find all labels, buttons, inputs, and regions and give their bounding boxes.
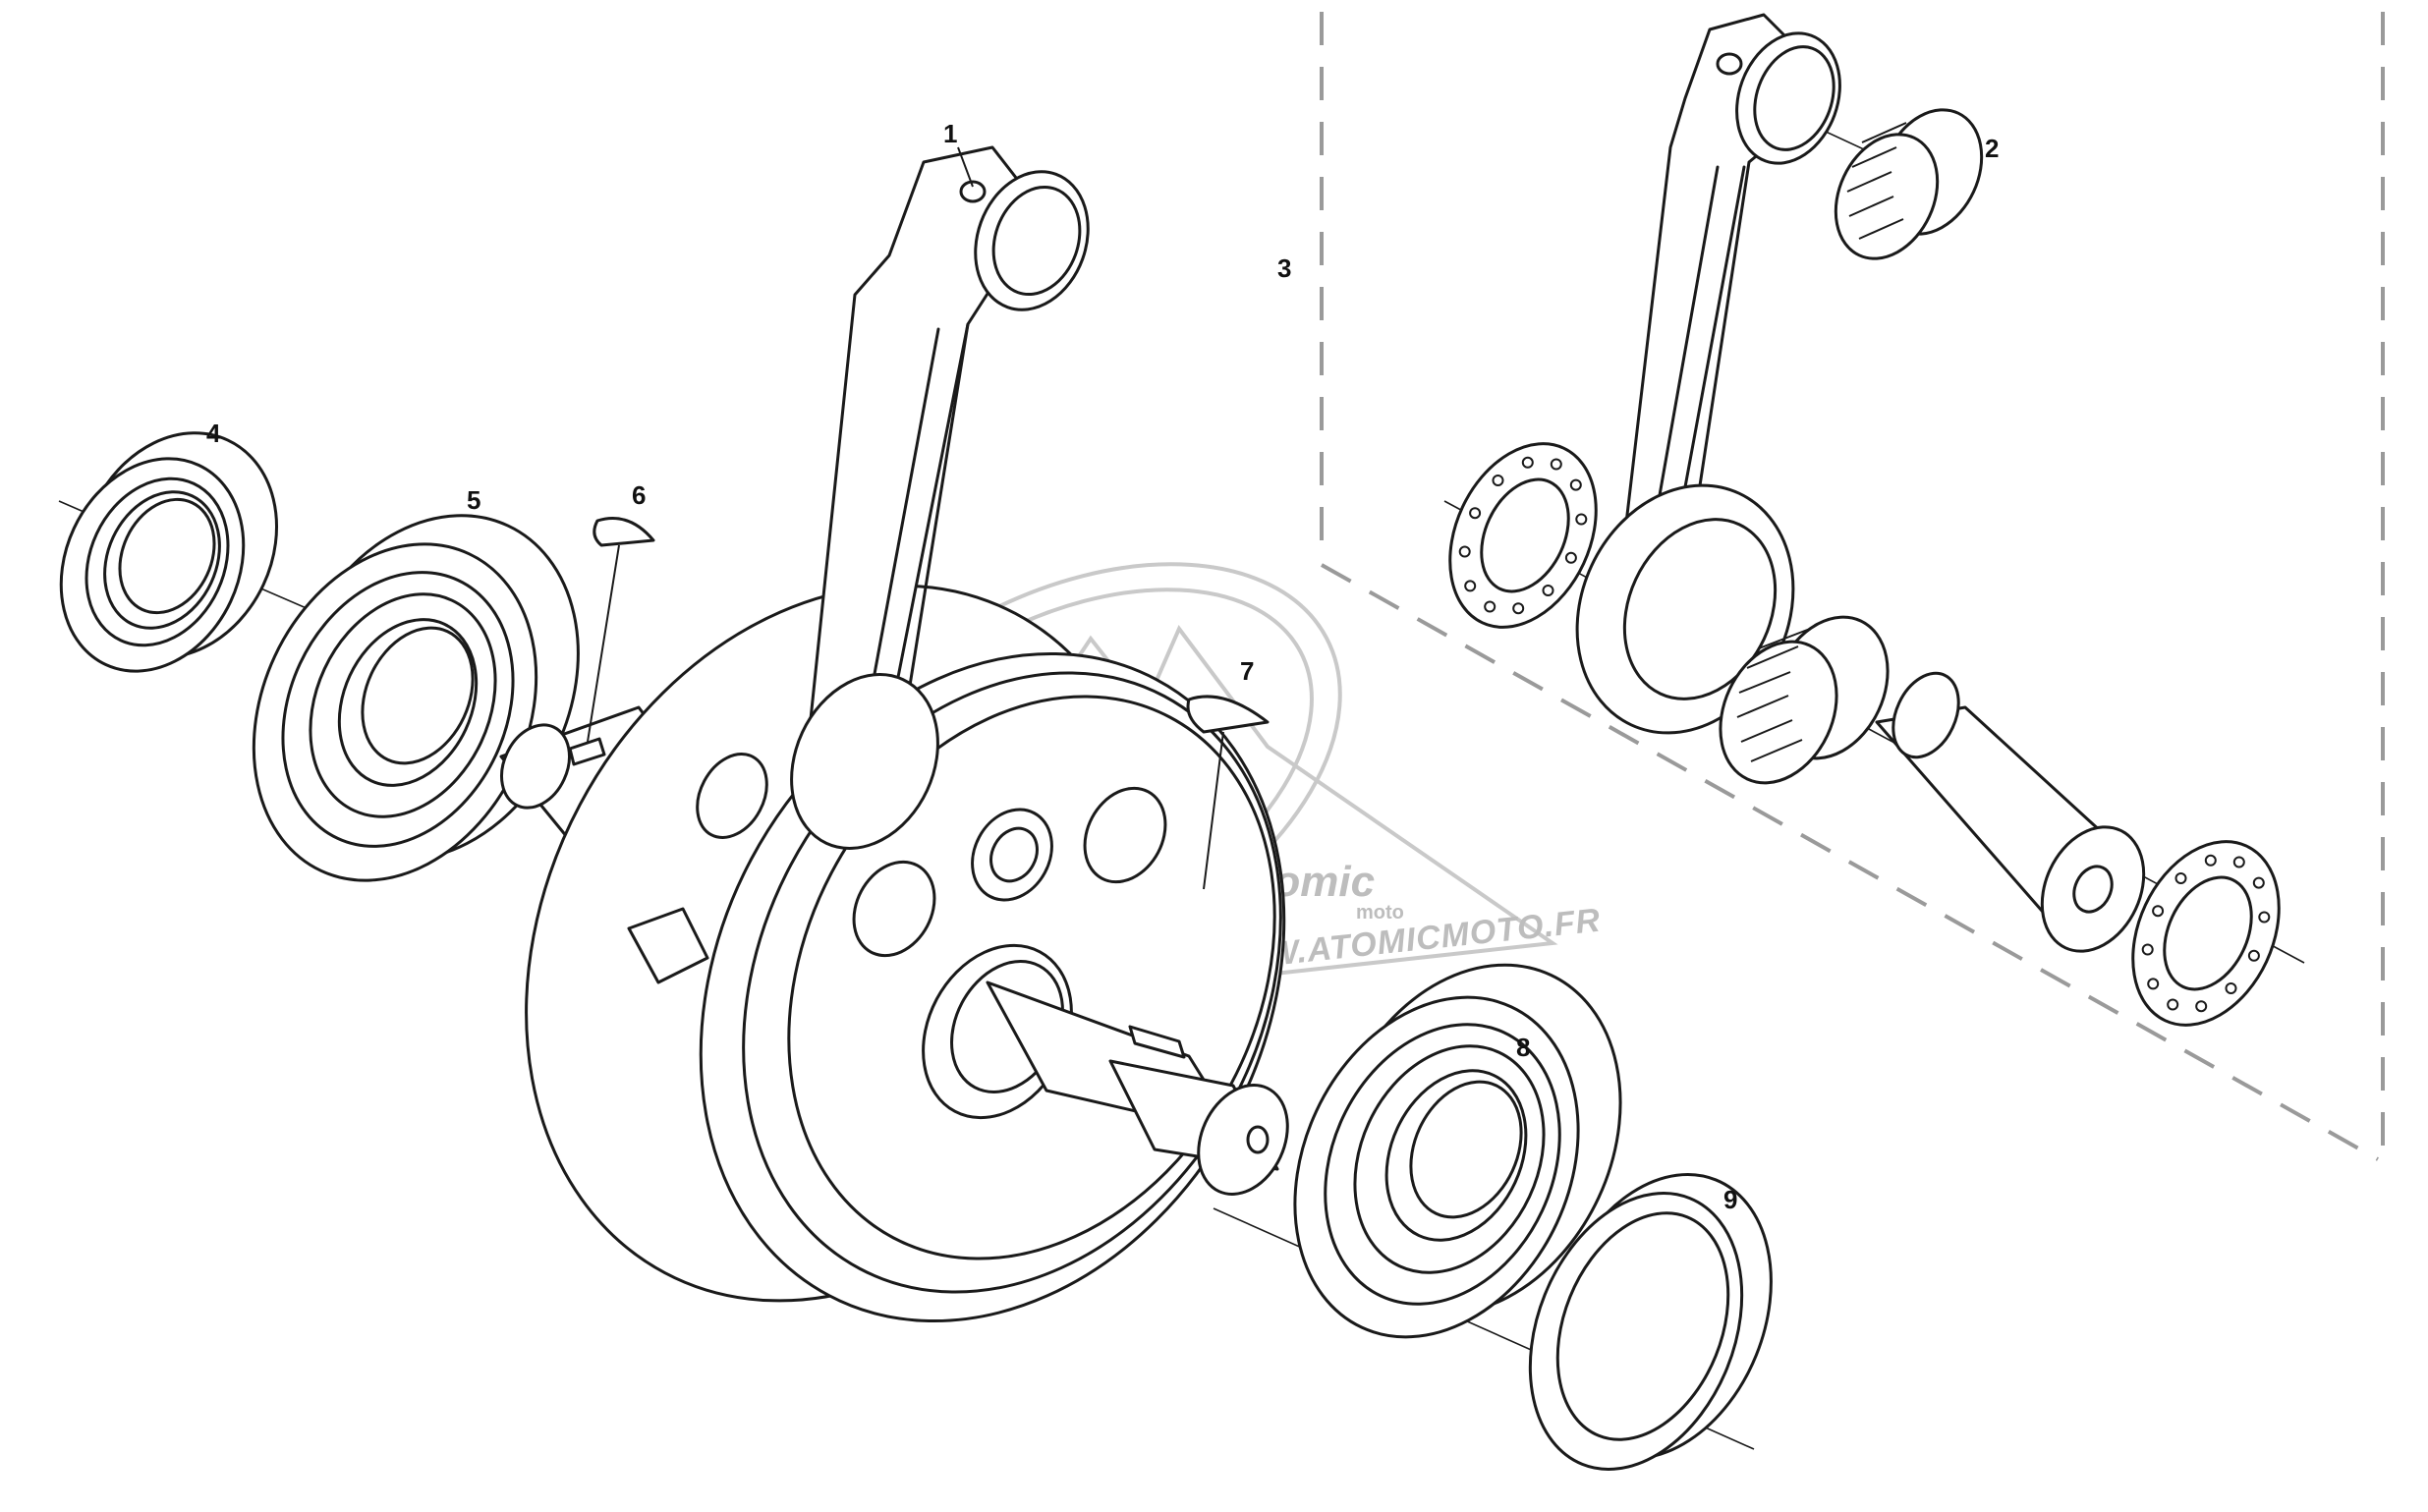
washer-hole [1575,513,1588,526]
callout-4: 4 [206,419,221,448]
washer-hole [1492,475,1504,486]
kit-boundary-dashed-frame [1320,12,2385,1161]
washer-hole [1458,545,1471,558]
rebuild-kit-part-3 [1448,13,2281,1027]
washer-hole [2247,949,2260,962]
bearing-part-8 [1293,963,1622,1339]
washer-hole [1569,478,1582,491]
callout-labels: 1 2 3 4 5 6 7 8 9 [206,119,1999,1214]
thrust-washer-holes [1458,456,2271,1013]
callout-1: 1 [943,119,957,148]
washer-hole [2195,1000,2208,1013]
callout-6: 6 [632,480,646,510]
callout-2: 2 [1985,134,1999,163]
callout-7: 7 [1240,656,1254,686]
washer-hole [2141,943,2154,956]
washer-hole [2167,998,2179,1011]
washer-hole [2174,872,2187,884]
callout-1-leader [957,146,974,188]
callout-8: 8 [1516,1033,1530,1062]
washer-hole [2252,876,2265,889]
connecting-rod-assembled [790,145,1090,850]
washer-hole [1564,551,1577,564]
washer-hole [1469,507,1482,520]
washer-hole [1464,580,1477,592]
washer-hole [2147,978,2160,990]
callout-9: 9 [1723,1185,1737,1214]
washer-hole [1550,458,1562,471]
callout-3: 3 [1277,253,1291,283]
woodruff-key-part-6 [587,517,655,743]
oil-seal-part-4 [59,431,278,673]
washer-hole [2258,911,2271,924]
washer-hole [2225,982,2237,994]
oil-seal-part-9 [1528,1172,1773,1471]
washer-hole [1484,600,1496,613]
watermark-logo-sub: moto [1356,902,1404,924]
woodruff-key-part-7 [1186,695,1270,890]
washer-hole [2204,854,2217,867]
washer-hole [1512,602,1525,615]
washer-hole [1542,585,1554,596]
callout-5: 5 [467,485,480,515]
washer-hole [2232,856,2245,868]
washer-hole [1521,456,1534,469]
washer-hole [2152,905,2165,918]
